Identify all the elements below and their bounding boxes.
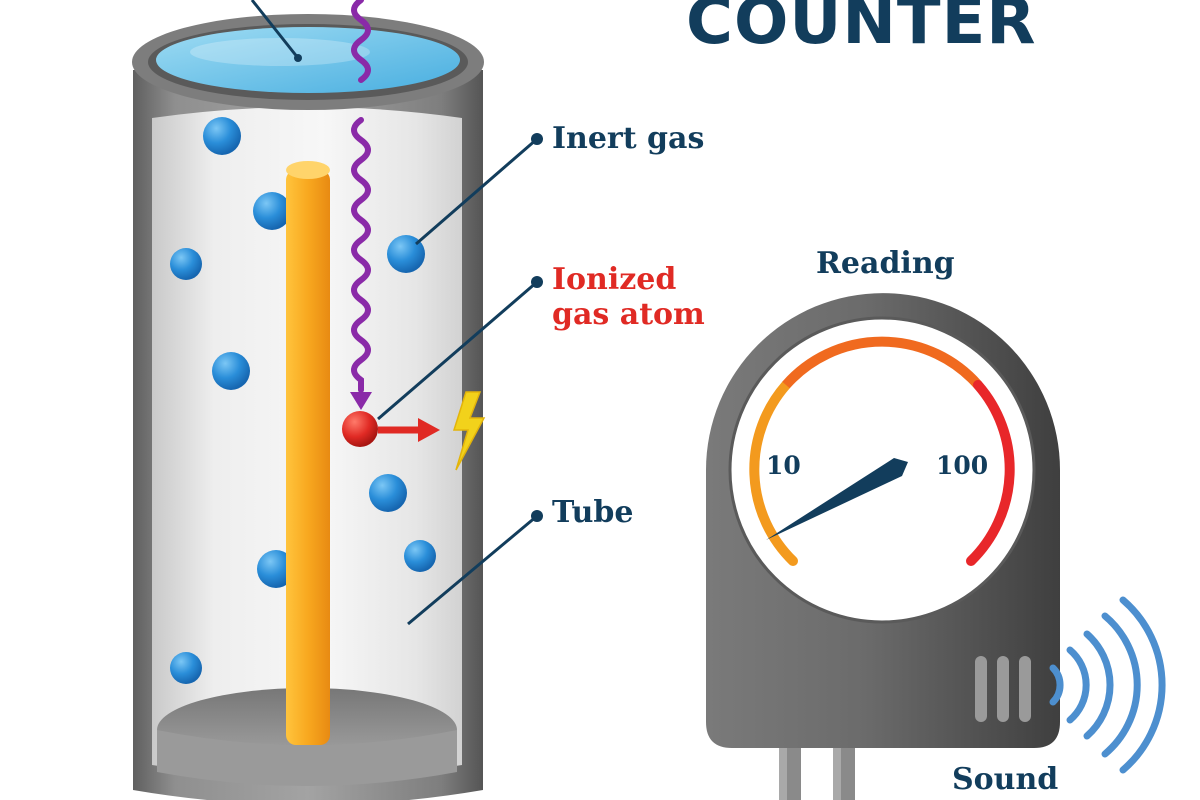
gas-atom xyxy=(253,192,291,230)
ionized-leader xyxy=(377,280,538,421)
anode-rod xyxy=(286,170,330,745)
ray-arrowhead xyxy=(350,392,372,410)
label-sound: Sound xyxy=(952,762,1059,797)
dial-scale-orange-red xyxy=(782,336,982,389)
ionized-atom xyxy=(342,411,378,447)
gas-atom xyxy=(257,550,295,588)
gauge-min-label: 10 xyxy=(766,451,801,480)
label-reading: Reading xyxy=(816,246,955,281)
dial-needle xyxy=(766,458,908,540)
callout-lines xyxy=(377,133,543,626)
speaker-slot xyxy=(997,656,1009,722)
gas-atom xyxy=(203,117,241,155)
speaker-slot xyxy=(975,656,987,722)
gas-atom xyxy=(212,352,250,390)
inert-gas-leader xyxy=(415,137,538,246)
inert-gas-atoms xyxy=(170,117,436,684)
sound-waves-icon xyxy=(1049,596,1166,774)
gas-atom xyxy=(404,540,436,572)
gauge-max-label: 100 xyxy=(936,451,989,480)
label-ionized-line2: gas atom xyxy=(552,296,705,332)
window-leader-line xyxy=(250,0,300,59)
dial-scale-red xyxy=(966,380,1015,566)
label-inert-gas: Inert gas xyxy=(552,121,705,156)
dial-scale-orange xyxy=(749,380,798,566)
label-ionized-line1: Ionized xyxy=(552,262,677,297)
label-tube: Tube xyxy=(552,495,634,530)
speaker-slot xyxy=(1019,656,1031,722)
gas-atom xyxy=(369,474,407,512)
spark-icon xyxy=(452,391,486,471)
gas-atom xyxy=(170,248,202,280)
tube-leader xyxy=(407,514,538,626)
gas-atom xyxy=(387,235,425,273)
counter-meter xyxy=(706,293,1166,800)
gas-atom xyxy=(170,652,202,684)
geiger-tube xyxy=(132,0,486,800)
label-ionized-gas-atom: Ionized gas atom xyxy=(552,262,705,332)
diagram-title: COUNTER xyxy=(686,0,1037,59)
radiation-ray xyxy=(351,0,371,393)
tube-window xyxy=(156,27,460,93)
